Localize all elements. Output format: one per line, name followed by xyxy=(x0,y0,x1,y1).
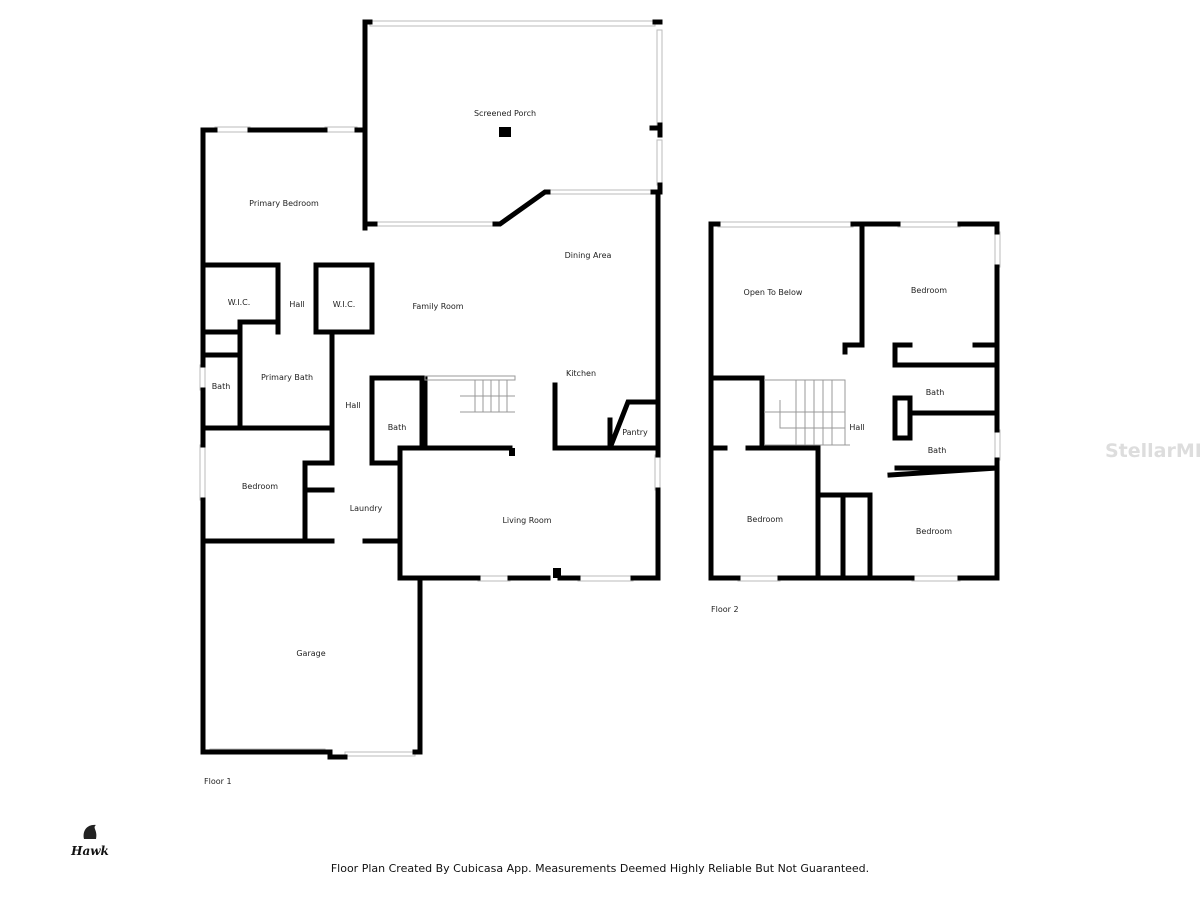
floor1-stairs xyxy=(424,375,516,413)
room-dining-area: Dining Area xyxy=(565,251,612,260)
room-screened-porch: Screened Porch xyxy=(474,109,536,118)
room-bath-2: Bath xyxy=(388,423,407,432)
floor1-label: Floor 1 xyxy=(204,777,232,786)
room-bedroom-2: Bedroom xyxy=(747,515,783,524)
room-family-room: Family Room xyxy=(412,302,463,311)
room-pantry: Pantry xyxy=(622,428,648,437)
floor2-stairs xyxy=(764,379,850,446)
room-bedroom-3: Bedroom xyxy=(916,527,952,536)
room-open-to-below: Open To Below xyxy=(744,288,803,297)
footer-disclaimer: Floor Plan Created By Cubicasa App. Meas… xyxy=(330,862,870,875)
room-hall: Hall xyxy=(849,423,864,432)
room-wic-2: W.I.C. xyxy=(333,300,356,309)
room-hall-1: Hall xyxy=(289,300,304,309)
room-garage: Garage xyxy=(296,649,325,658)
eagle-icon xyxy=(83,824,97,839)
room-primary-bedroom: Primary Bedroom xyxy=(249,199,319,208)
logo-text: Hawk xyxy=(71,844,109,858)
floor1-walls xyxy=(200,19,663,760)
room-primary-bath: Primary Bath xyxy=(261,373,313,382)
room-kitchen: Kitchen xyxy=(566,369,596,378)
floor2-walls xyxy=(708,221,1000,581)
room-bedroom-1: Bedroom xyxy=(911,286,947,295)
floor2-label: Floor 2 xyxy=(711,605,739,614)
room-hall-2: Hall xyxy=(345,401,360,410)
room-wic-1: W.I.C. xyxy=(228,298,251,307)
room-bedroom: Bedroom xyxy=(242,482,278,491)
room-living-room: Living Room xyxy=(502,516,551,525)
room-laundry: Laundry xyxy=(350,504,383,513)
room-bath-2: Bath xyxy=(928,446,947,455)
watermark: StellarMLS xyxy=(1105,440,1200,462)
room-bath-1: Bath xyxy=(212,382,231,391)
hawk-logo: Hawk xyxy=(68,822,112,858)
room-bath-1: Bath xyxy=(926,388,945,397)
